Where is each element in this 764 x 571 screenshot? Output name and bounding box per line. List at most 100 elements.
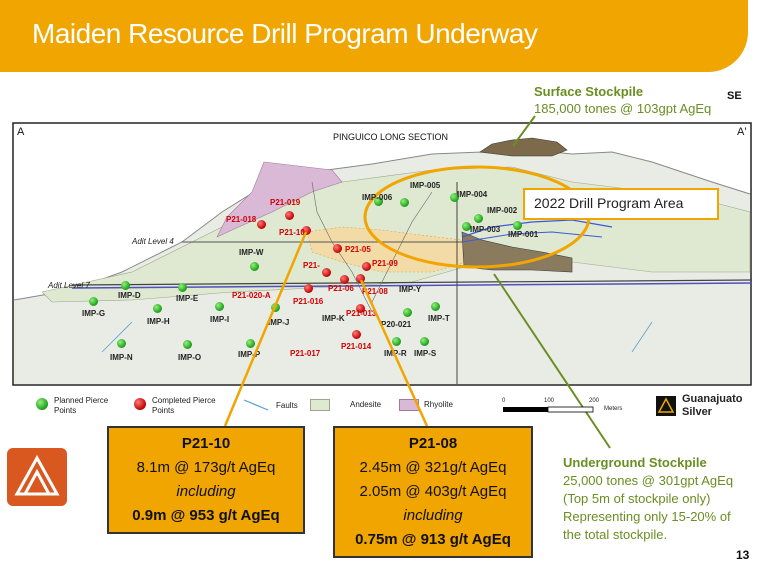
pierce-point-imp-r	[392, 337, 401, 346]
drill-label-p21-019: P21-019	[270, 198, 301, 207]
pierce-point-p21-014	[352, 330, 361, 339]
legend-andesite-label: Andesite	[350, 400, 382, 409]
brand-name-line2: Silver	[682, 406, 712, 418]
imp-label-imp-i: IMP-I	[210, 315, 230, 324]
imp-label-imp-n: IMP-N	[110, 353, 133, 362]
direction-label: SE	[727, 90, 742, 102]
drill-label-p21-013: P21-013	[346, 309, 377, 318]
imp-label-imp-k: IMP-K	[322, 314, 345, 323]
imp-label-imp-y: IMP-Y	[399, 285, 422, 294]
callout-p21-08: P21-08 2.45m @ 321g/t AgEq 2.05m @ 403g/…	[333, 426, 533, 558]
pierce-point-p21-09	[362, 262, 371, 271]
imp-label-imp-005: IMP-005	[410, 181, 441, 190]
underground-stockpile-line3: Representing only 15-20% of	[563, 509, 731, 524]
pierce-point-imp-t	[431, 302, 440, 311]
triangle-logo-icon	[14, 454, 60, 496]
legend-completed-icon	[134, 398, 146, 410]
legend-completed-label: Completed Pierce Points	[152, 396, 216, 415]
legend-scale-200: 200	[589, 398, 600, 404]
adit-level-7-label: Adit Level 7	[48, 281, 90, 290]
drill-program-label: 2022 Drill Program Area	[534, 195, 684, 211]
imp-label-imp-004: IMP-004	[457, 190, 488, 199]
drill-label-p21-016: P21-016	[293, 297, 324, 306]
guanajuato-logo-icon	[656, 396, 676, 416]
pierce-point-imp-e	[178, 283, 187, 292]
legend-scale-bar	[503, 406, 594, 413]
underground-stockpile-title: Underground Stockpile	[563, 455, 707, 470]
drill-label-p21: P21-	[303, 261, 320, 270]
banner-accent-line	[744, 0, 747, 40]
callout-p21-10-line2: including	[176, 483, 236, 500]
drill-label-p21-020-a: P21-020-A	[232, 291, 271, 300]
legend-scale-100: 100	[544, 398, 555, 404]
legend-planned-icon	[36, 398, 48, 410]
imp-label-imp-t: IMP-T	[428, 314, 450, 323]
pierce-point-p21-05	[333, 244, 342, 253]
imp-label-imp-o: IMP-O	[178, 353, 202, 362]
pierce-point-imp-s	[420, 337, 429, 346]
imp-label-imp-w: IMP-W	[239, 248, 264, 257]
legend-scale-0: 0	[502, 398, 506, 404]
callout-p21-10-line3: 0.9m @ 953 g/t AgEq	[132, 507, 280, 524]
pierce-point-p20-021	[403, 308, 412, 317]
pierce-point-imp-h	[153, 304, 162, 313]
pierce-point-p21-013	[356, 304, 365, 313]
pierce-point-imp-n	[117, 339, 126, 348]
drill-label-p21-014: P21-014	[341, 342, 372, 351]
pierce-point-imp-o	[183, 340, 192, 349]
callout-p21-08-title: P21-08	[408, 435, 458, 452]
underground-stockpile-line2: (Top 5m of stockpile only)	[563, 491, 711, 506]
drill-label-p21-09: P21-09	[372, 259, 398, 268]
banner-edge	[748, 0, 764, 72]
section-end-label: A'	[737, 126, 747, 138]
section-title: PINGUICO LONG SECTION	[333, 132, 449, 142]
callout-p21-10: P21-10 8.1m @ 173g/t AgEq including 0.9m…	[107, 426, 305, 534]
drill-label-p21-10: P21-10	[279, 228, 305, 237]
pierce-point-imp-001	[513, 221, 522, 230]
drill-program-label-box: 2022 Drill Program Area	[523, 188, 719, 220]
callout-p21-08-line1: 2.45m @ 321g/t AgEq	[359, 459, 507, 476]
imp-label-p20-021: P20-021	[381, 320, 412, 329]
pierce-point-p21	[322, 268, 331, 277]
legend-faults-icon	[243, 399, 269, 411]
pierce-point-imp-w	[250, 262, 259, 271]
pierce-point-imp-d	[121, 281, 130, 290]
pierce-point-p21-019	[285, 211, 294, 220]
imp-label-imp-002: IMP-002	[487, 206, 518, 215]
pierce-point-p21-06	[340, 275, 349, 284]
callout-p21-08-line3: including	[403, 507, 463, 524]
imp-label-imp-d: IMP-D	[118, 291, 141, 300]
imp-label-imp-006: IMP-006	[362, 193, 393, 202]
drill-label-p21-017: P21-017	[290, 349, 321, 358]
pierce-point-p21-08	[356, 274, 365, 283]
pierce-point-p21-018	[257, 220, 266, 229]
underground-stockpile-line4: the total stockpile.	[563, 527, 668, 542]
pierce-point-p21-10	[302, 226, 311, 235]
legend-andesite-swatch	[310, 399, 330, 411]
title-banner: Maiden Resource Drill Program Underway	[0, 0, 748, 72]
underground-stockpile-line1: 25,000 tones @ 301gpt AgEq	[563, 473, 734, 488]
pierce-point-imp-006	[374, 197, 383, 206]
company-logo-tile	[7, 448, 67, 506]
brand-name-line1: Guanajuato	[682, 393, 743, 405]
drill-label-p21-05: P21-05	[345, 245, 371, 254]
drill-label-p21-08: P21-08	[362, 287, 388, 296]
pierce-point-imp-g	[89, 297, 98, 306]
surface-stockpile-arrow	[512, 115, 536, 147]
imp-label-imp-s: IMP-S	[414, 349, 437, 358]
pierce-point-imp-i	[215, 302, 224, 311]
imp-label-imp-e: IMP-E	[176, 294, 199, 303]
pierce-point-imp-002	[474, 214, 483, 223]
callout-p21-08-line2: 2.05m @ 403g/t AgEq	[359, 483, 507, 500]
imp-label-imp-003: IMP-003	[470, 225, 501, 234]
section-start-label: A	[17, 126, 25, 138]
callout-p21-10-title: P21-10	[181, 435, 231, 452]
surface-stockpile-detail: 185,000 tones @ 103gpt AgEq	[534, 101, 712, 116]
legend-scale-unit: Meters	[604, 406, 623, 412]
legend: Planned Pierce Points Completed Pierce P…	[14, 386, 752, 432]
adit-level-4-label: Adit Level 4	[132, 237, 174, 246]
page-number: 13	[736, 548, 750, 562]
imp-label-imp-g: IMP-G	[82, 309, 106, 318]
pierce-point-imp-p	[246, 339, 255, 348]
